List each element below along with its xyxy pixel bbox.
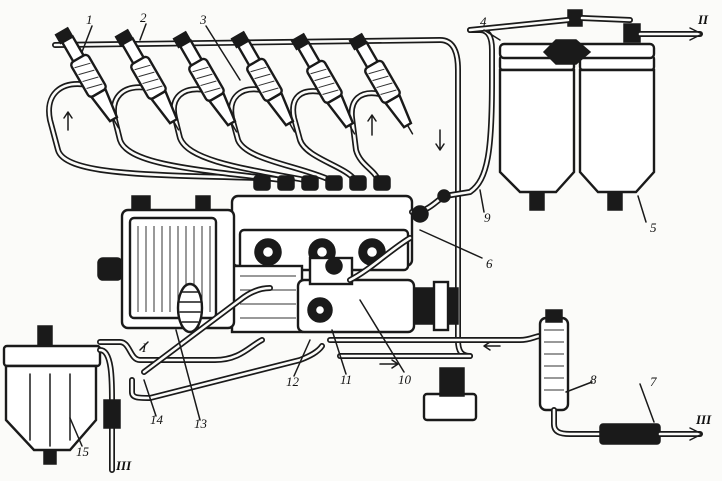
callout-I: I: [141, 340, 147, 355]
injector-6: [348, 32, 414, 135]
filter-head: [498, 9, 656, 65]
roman-II-label: II: [697, 12, 709, 27]
in-line-filter: [538, 309, 703, 445]
injector-3: [172, 30, 238, 133]
flow-arrows-injectors: [63, 111, 445, 151]
callout-15: 15: [76, 444, 90, 459]
feed-pump: [296, 256, 459, 334]
pump-to-filter-line: [347, 189, 451, 283]
leader-lines: [69, 23, 655, 447]
roman-III-label-right: III: [695, 412, 712, 427]
callout-5: 5: [650, 220, 657, 235]
fine-filter-right: [578, 54, 656, 211]
callout-14: 14: [150, 412, 164, 427]
drain-cup: [422, 367, 478, 422]
callout-11: 11: [340, 372, 352, 387]
return-lines-bottom: [327, 333, 543, 369]
callout-7: 7: [650, 374, 657, 389]
governor: [97, 195, 236, 334]
callout-3: 3: [199, 12, 207, 27]
callout-2: 2: [140, 10, 147, 25]
callout-1: 1: [86, 12, 93, 27]
callout-8: 8: [590, 372, 597, 387]
coarse-filter: [2, 325, 102, 465]
callout-10: 10: [398, 372, 412, 387]
pump-outlet-unions: [253, 175, 391, 191]
injector-4: [230, 30, 296, 133]
fine-filter-left: [498, 54, 576, 211]
injector-2: [114, 28, 180, 131]
callout-13: 13: [194, 416, 208, 431]
injector-1: [54, 26, 120, 129]
callouts: 1 2 3 4 5 6 7 8 9 10 11 12 13 14 15 I II…: [76, 10, 712, 473]
callout-12: 12: [286, 374, 300, 389]
callout-6: 6: [486, 256, 493, 271]
roman-III-label-left: III: [115, 458, 132, 473]
callout-9: 9: [484, 210, 491, 225]
injector-5: [290, 32, 356, 135]
injector-lines: [46, 81, 383, 183]
callout-4: 4: [480, 14, 487, 29]
